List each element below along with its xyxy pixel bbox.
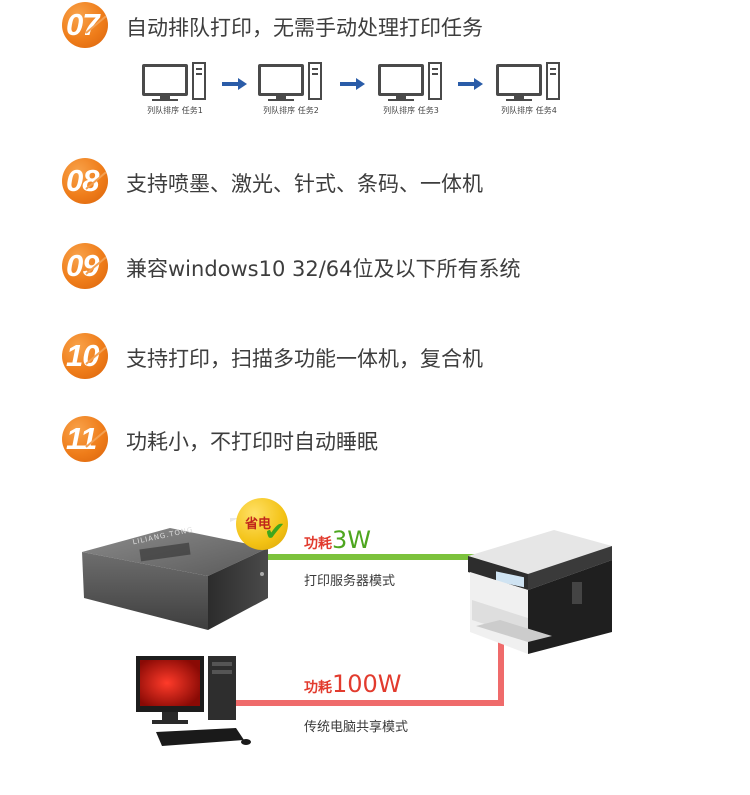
feature-11: 11 功耗小，不打印时自动睡眠 [62,416,722,464]
green-connection-line [268,554,480,560]
server-power-prefix: 功耗 [304,536,332,552]
server-mode-label: 打印服务器模式 [304,574,396,589]
pc-tower-icon [192,62,206,100]
feature-text: 功耗小，不打印时自动睡眠 [126,430,378,454]
feature-09: 09 兼容windows10 32/64位及以下所有系统 [62,243,722,291]
arrow-right-icon [340,78,366,90]
desktop-pc [136,656,251,746]
check-icon: ✔ [264,516,286,546]
save-power-badge: 省电 ✔ [236,498,288,550]
queue-computer-4: 列队排序 任务4 [474,60,560,120]
monitor-icon [258,64,304,96]
feature-text: 支持打印，扫描多功能一体机，复合机 [126,347,483,371]
feature-08: 08 支持喷墨、激光、针式、条码、一体机 [62,158,722,206]
pc-power-label: 功耗100W [304,670,402,698]
queue-label: 列队排序 任务2 [263,106,319,115]
arrow-right-icon [222,78,248,90]
pc-power-prefix: 功耗 [304,680,332,696]
printer-device [468,530,612,654]
feature-text: 自动排队打印，无需手动处理打印任务 [126,16,483,40]
queue-computer-1: 列队排序 任务1 [120,60,206,120]
server-power-label: 功耗3W [304,526,371,554]
queue-computer-3: 列队排序 任务3 [356,60,442,120]
number-badge-09: 09 [62,243,110,291]
pc-tower-icon [428,62,442,100]
badge-number: 11 [66,421,97,456]
power-comparison-diagram: LILIANG.TONG 省电 ✔ 功耗3W 打印服务器模式 [0,490,750,790]
pc-tower-icon [308,62,322,100]
pc-mode-label: 传统电脑共享模式 [304,720,409,735]
arrow-right-icon [458,78,484,90]
number-badge-10: 10 [62,333,110,381]
number-badge-11: 11 [62,416,110,464]
feature-10: 10 支持打印，扫描多功能一体机，复合机 [62,333,722,381]
red-connection-line-vertical [498,630,504,706]
number-badge-08: 08 [62,158,110,206]
number-badge-07: 07 [62,2,110,50]
queue-label: 列队排序 任务4 [501,106,557,115]
feature-07: 07 自动排队打印，无需手动处理打印任务 [62,2,722,50]
monitor-icon [496,64,542,96]
red-connection-line [236,700,504,706]
queue-label: 列队排序 任务1 [147,106,203,115]
queue-computer-2: 列队排序 任务2 [236,60,322,120]
print-queue-diagram: 列队排序 任务1 列队排序 任务2 列队排序 任务3 列队排序 任务4 [120,60,600,120]
monitor-icon [378,64,424,96]
print-server-device [82,518,268,630]
feature-text: 支持喷墨、激光、针式、条码、一体机 [126,172,483,196]
feature-text: 兼容windows10 32/64位及以下所有系统 [126,257,521,281]
monitor-icon [142,64,188,96]
queue-label: 列队排序 任务3 [383,106,439,115]
save-power-text: 省电 [245,517,272,532]
server-power-value: 3W [332,526,371,554]
pc-tower-icon [546,62,560,100]
pc-power-value: 100W [332,670,402,698]
